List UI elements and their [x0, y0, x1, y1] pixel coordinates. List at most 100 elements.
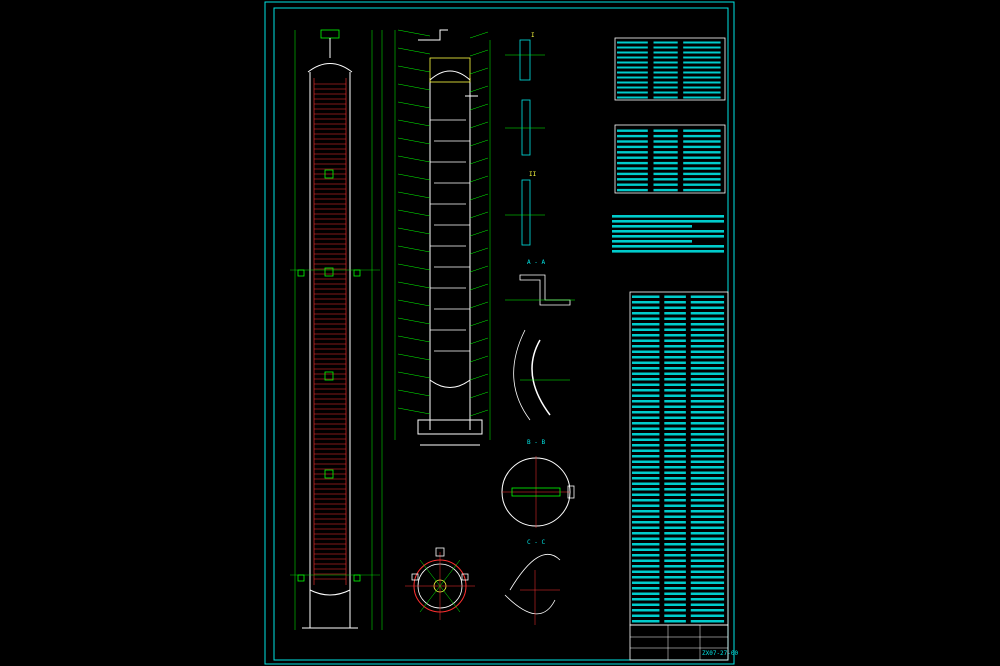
table-cell: [683, 41, 721, 44]
leader-line: [397, 191, 431, 199]
table-cell: [690, 554, 725, 557]
table-cell: [632, 295, 660, 298]
table-cell: [664, 471, 686, 474]
table-cell: [664, 554, 686, 557]
table-cell: [653, 161, 678, 165]
table-cell: [664, 614, 686, 617]
table-cell: [632, 526, 660, 529]
table-cell: [632, 493, 660, 496]
table-cell: [632, 603, 660, 606]
table-cell: [664, 532, 686, 535]
table-cell: [664, 493, 686, 496]
table-cell: [690, 334, 725, 337]
table-cell: [664, 427, 686, 430]
table-cell: [683, 91, 721, 94]
table-cell: [632, 422, 660, 425]
technical-notes: [612, 215, 724, 253]
table-cell: [632, 471, 660, 474]
table-cell: [690, 581, 725, 584]
table-cell: [632, 532, 660, 535]
table-cell: [653, 66, 678, 69]
table-cell: [632, 576, 660, 579]
table-cell: [683, 151, 721, 154]
table-cell: [632, 339, 660, 342]
table-cell: [664, 306, 686, 309]
table-cell: [664, 576, 686, 579]
table-cell: [683, 134, 721, 138]
table-cell: [664, 356, 686, 359]
table-cell: [617, 134, 648, 138]
table-cell: [617, 71, 648, 74]
table-cell: [690, 312, 725, 315]
leader-line: [397, 389, 431, 397]
leader-line: [469, 85, 489, 93]
table-cell: [632, 477, 660, 480]
table-cell: [632, 587, 660, 590]
table-cell: [690, 466, 725, 469]
tower-section-icon: [394, 29, 491, 446]
leader-line: [469, 229, 489, 237]
table-cell: [683, 188, 721, 192]
table-cell: [664, 323, 686, 326]
table-cell: [653, 51, 678, 54]
table-cell: [664, 378, 686, 381]
table-cell: [632, 438, 660, 441]
table-cell: [664, 603, 686, 606]
table-cell: [664, 389, 686, 392]
table-cell: [664, 405, 686, 408]
leader-line: [469, 301, 489, 309]
table-cell: [690, 510, 725, 513]
table-cell: [664, 609, 686, 612]
table-cell: [690, 576, 725, 579]
leader-line: [469, 355, 489, 363]
table-cell: [664, 339, 686, 342]
table-cell: [683, 129, 721, 132]
table-cell: [690, 389, 725, 392]
table-cell: [617, 145, 648, 149]
note-line: [612, 240, 692, 243]
table-cell: [632, 301, 660, 304]
note-line: [612, 225, 692, 228]
leader-line: [469, 157, 489, 165]
table-cell: [664, 455, 686, 458]
table-cell: [690, 394, 725, 397]
table-cell: [690, 383, 725, 386]
table-cell: [683, 51, 721, 54]
table-cell: [664, 383, 686, 386]
table-cell: [683, 145, 721, 149]
table-cell: [690, 405, 725, 408]
table-cell: [664, 400, 686, 403]
table-cell: [653, 145, 678, 149]
table-cell: [690, 460, 725, 463]
table-cell: [653, 96, 678, 99]
table-cell: [653, 76, 678, 79]
table-cell: [617, 167, 648, 170]
table-1: [614, 37, 726, 101]
table-cell: [664, 433, 686, 436]
table-cell: [690, 587, 725, 590]
table-cell: [632, 312, 660, 315]
leader-line: [469, 49, 489, 57]
table-cell: [690, 537, 725, 540]
tower-elevation-icon: [290, 29, 383, 630]
leader-line: [469, 103, 489, 111]
leader-line: [397, 407, 431, 415]
table-cell: [690, 499, 725, 502]
note-line: [612, 245, 724, 248]
table-cell: [683, 161, 721, 165]
leader-line: [469, 409, 489, 417]
table-cell: [617, 161, 648, 165]
table-cell: [690, 493, 725, 496]
note-line: [612, 250, 724, 253]
table-cell: [653, 134, 678, 138]
table-cell: [664, 543, 686, 546]
table-cell: [617, 86, 648, 89]
table-cell: [632, 449, 660, 452]
table-cell: [617, 66, 648, 69]
table-cell: [683, 46, 721, 49]
table-cell: [632, 405, 660, 408]
table-cell: [632, 609, 660, 612]
leader-line: [397, 227, 431, 235]
leader-line: [397, 281, 431, 289]
table-cell: [683, 86, 721, 89]
